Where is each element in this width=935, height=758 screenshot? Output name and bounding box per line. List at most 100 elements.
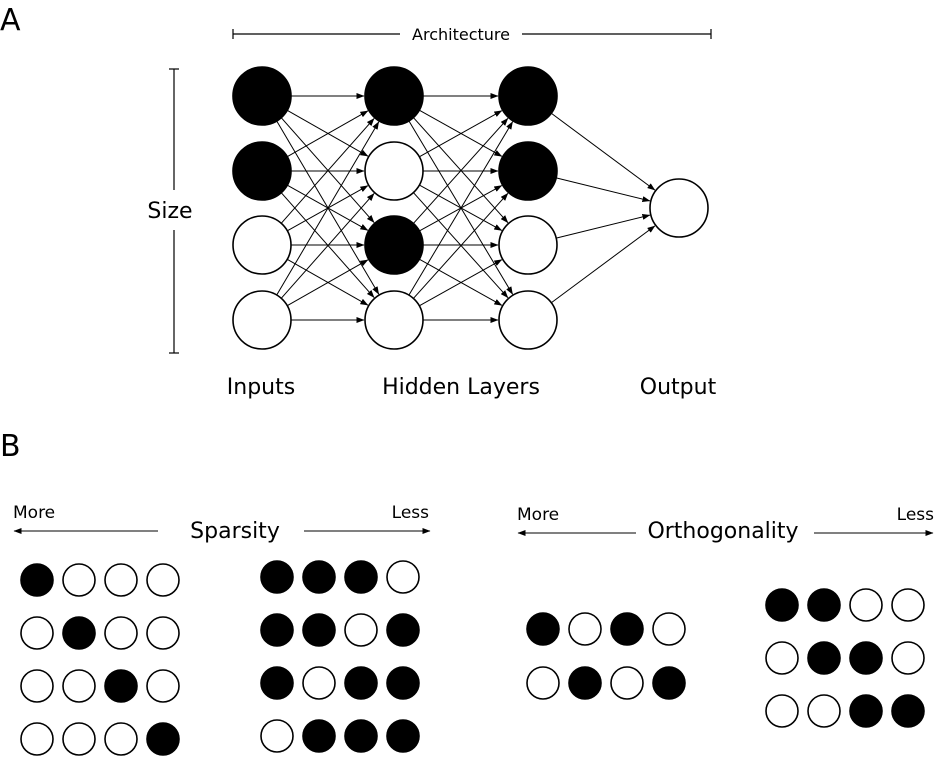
network-edge [286,110,369,158]
input-node-4-inactive [232,290,292,350]
network-edge [276,121,380,296]
hidden-layers-label: Hidden Layers [382,375,540,400]
hidden-2-node-3-inactive [498,215,558,275]
orthogonality-less-dot-r1c4 [891,588,925,622]
network-edge [286,259,369,307]
network-edge [413,117,509,224]
orthogonality-more-dot-r2c1 [526,666,560,700]
orthogonality-more-grid [526,612,686,700]
panel-b-letter: B [0,429,21,464]
sparsity-less-dot-r2c3 [344,613,378,647]
sparsity-less-dot-r2c4 [386,613,420,647]
orthogonality-more-dot-r2c3 [610,666,644,700]
network-edge [419,110,503,158]
sparsity-less-dot-r2c2 [302,613,336,647]
network-edge [408,121,514,296]
sparsity-less-dot-r1c3 [344,560,378,594]
size-bracket [169,68,179,354]
sparsity-more-dot-r4c3 [104,722,138,756]
network-nodes [232,66,709,350]
orthogonality-less-dot-r3c1 [765,694,799,728]
orthogonality-more-dot-r1c3 [610,612,644,646]
output-label: Output [640,375,717,400]
sparsity-less-dot-r4c3 [344,719,378,753]
hidden-1-node-4-inactive [364,290,424,350]
sparsity-less-dot-r1c1 [260,560,294,594]
sparsity-more-dot-r2c2 [62,616,96,650]
orthogonality-more-dot-r2c2 [568,666,602,700]
orthogonality-less-dot-r1c3 [849,588,883,622]
hidden-2-node-1-active [498,66,558,126]
network-edge [550,225,656,304]
hidden-1-node-2-inactive [364,141,424,201]
orthogonality-more-dot-r1c4 [652,612,686,646]
sparsity-less-dot-r4c2 [302,719,336,753]
network-edges [276,93,656,323]
architecture-label: Architecture [412,25,510,44]
orthogonality-less-label: Less [897,505,934,525]
panel-a-letter: A [0,3,21,38]
sparsity-less-dot-r1c4 [386,560,420,594]
sparsity-less-dot-r4c1 [260,719,294,753]
orthogonality-less-dot-r2c4 [891,641,925,675]
sparsity-more-dot-r1c1 [20,563,54,597]
sparsity-less-dot-r2c1 [260,613,294,647]
orthogonality-less-dot-r3c4 [891,694,925,728]
sparsity-less-dot-r3c4 [386,666,420,700]
orthogonality-more-dot-r2c4 [652,666,686,700]
sparsity-more-dot-r1c2 [62,563,96,597]
sparsity-less-dot-r1c2 [302,560,336,594]
sparsity-more-dot-r3c3 [104,669,138,703]
sparsity-more-dot-r3c4 [146,669,180,703]
architecture-bracket [232,29,712,39]
input-node-3-inactive [232,215,292,275]
sparsity-less-dot-r3c1 [260,666,294,700]
sparsity-more-dot-r1c4 [146,563,180,597]
sparsity-more-dot-r2c1 [20,616,54,650]
hidden-1-node-1-active [364,66,424,126]
sparsity-less-grid [260,560,420,753]
size-label: Size [147,199,192,224]
orthogonality-less-dot-r1c2 [807,588,841,622]
inputs-label: Inputs [227,375,295,400]
sparsity-more-dot-r2c4 [146,616,180,650]
orthogonality-less-dot-r1c1 [765,588,799,622]
sparsity-less-label: Less [392,503,429,523]
orthogonality-more-label: More [517,505,559,525]
hidden-1-node-3-active [364,215,424,275]
orthogonality-less-grid [765,588,925,728]
sparsity-more-dot-r3c2 [62,669,96,703]
network-edge [419,259,503,307]
orthogonality-less-dot-r2c1 [765,641,799,675]
orthogonality-less-dot-r3c3 [849,694,883,728]
sparsity-more-grid [20,563,180,756]
network-edge [413,192,509,299]
sparsity-more-dot-r2c3 [104,616,138,650]
network-edge [556,214,651,239]
network-edge [280,118,375,224]
orthogonality-less-dot-r2c3 [849,641,883,675]
sparsity-more-dot-r3c1 [20,669,54,703]
input-node-2-active [232,141,292,201]
network-edge [280,193,375,299]
sparsity-more-dot-r4c4 [146,722,180,756]
hidden-2-node-2-active [498,141,558,201]
input-node-1-active [232,66,292,126]
sparsity-less-dot-r4c4 [386,719,420,753]
sparsity-title: Sparsity [190,519,280,544]
network-edge [556,177,651,202]
orthogonality-more-dot-r1c1 [526,612,560,646]
network-edge [550,112,656,191]
orthogonality-title: Orthogonality [647,519,798,544]
sparsity-less-dot-r3c3 [344,666,378,700]
hidden-2-node-4-inactive [498,290,558,350]
output-node-1-inactive [649,178,709,238]
orthogonality-less-dot-r2c2 [807,641,841,675]
sparsity-more-label: More [13,503,55,523]
sparsity-more-dot-r4c2 [62,722,96,756]
sparsity-more-dot-r1c3 [104,563,138,597]
sparsity-less-dot-r3c2 [302,666,336,700]
orthogonality-more-dot-r1c2 [568,612,602,646]
orthogonality-less-dot-r3c2 [807,694,841,728]
